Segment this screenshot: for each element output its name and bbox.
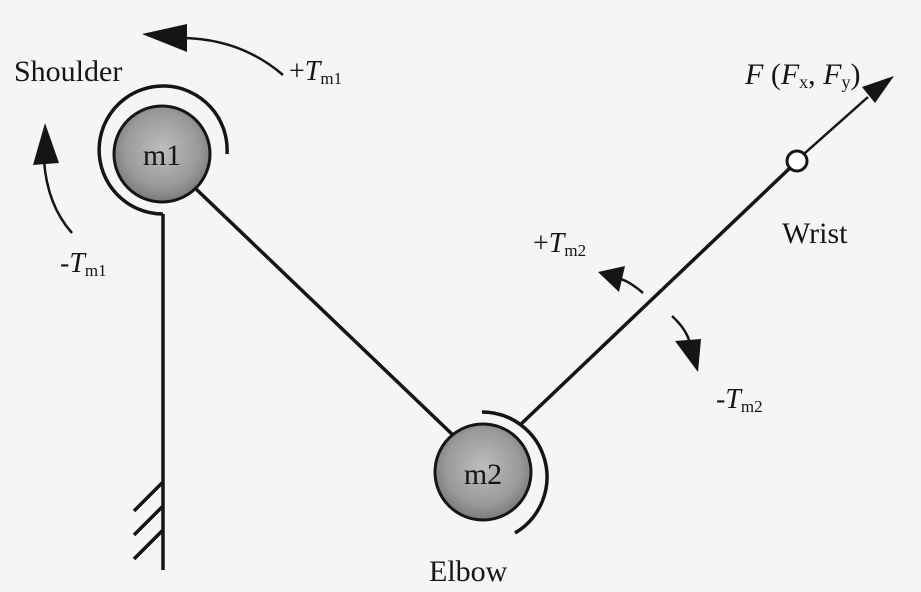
plus-tm1-arrowhead <box>142 24 187 52</box>
ground-hatching <box>132 480 165 561</box>
minus-tm2-label: -Tm2 <box>716 384 763 416</box>
upper-arm-link <box>193 186 457 439</box>
force-label: F (Fx, Fy) <box>744 58 860 92</box>
shoulder-label: Shoulder <box>14 55 122 88</box>
minus-tm2-arrowhead <box>675 339 701 372</box>
elbow-label: Elbow <box>429 555 508 588</box>
plus-tm2-label: +Tm2 <box>533 228 586 260</box>
plus-tm1-arrow <box>179 36 284 76</box>
mass-m2 <box>433 422 533 522</box>
wrist-label: Wrist <box>782 217 848 250</box>
minus-tm2-arrow <box>671 315 691 341</box>
forearm-link <box>518 165 793 427</box>
force-arrowhead <box>862 76 894 103</box>
minus-tm1-label: -Tm1 <box>60 248 107 280</box>
force-arrow-shaft <box>804 96 869 154</box>
plus-tm2-arrowhead <box>598 266 625 292</box>
wrist-joint <box>785 149 809 173</box>
plus-tm1-label: +Tm1 <box>289 56 342 88</box>
minus-tm1-arrow <box>42 159 73 234</box>
shoulder-joint-housing <box>97 84 229 216</box>
minus-tm1-arrowhead <box>33 123 59 165</box>
mass-m2-label: m2 <box>464 458 502 491</box>
elbow-joint-housing <box>481 410 549 535</box>
mass-m1-label: m1 <box>143 139 181 172</box>
mass-m1 <box>112 104 212 204</box>
